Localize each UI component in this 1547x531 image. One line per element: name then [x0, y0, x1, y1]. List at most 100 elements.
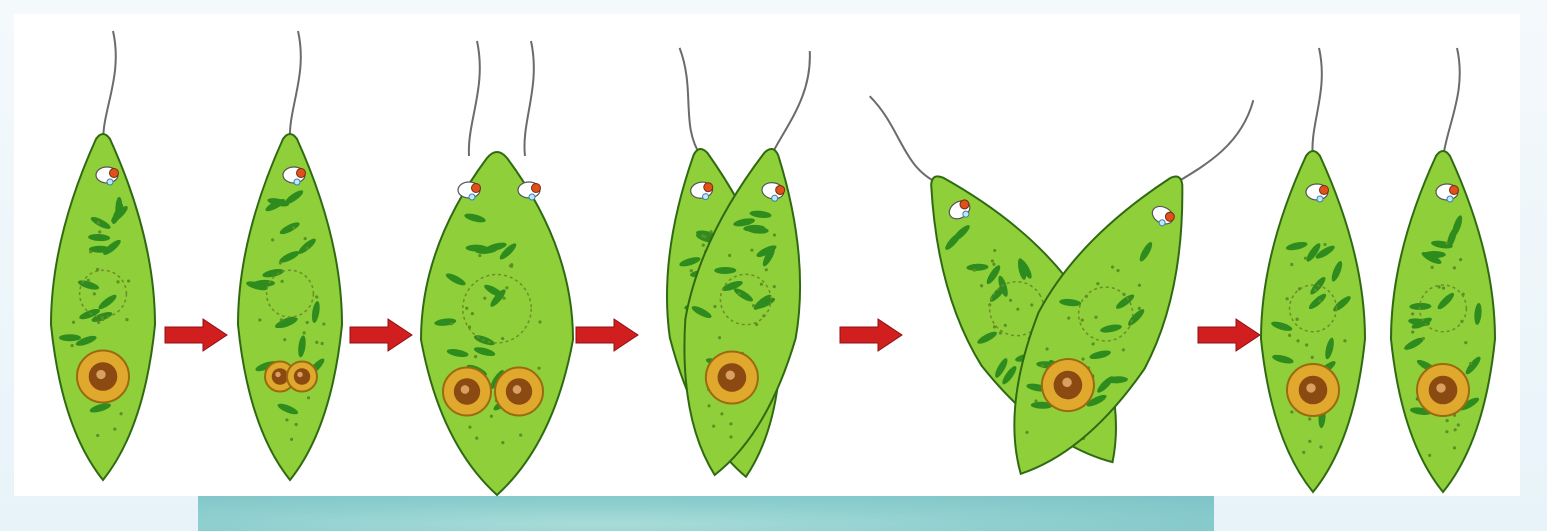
granule [483, 297, 486, 300]
nucleolus-highlight [1306, 383, 1315, 392]
granule [93, 292, 96, 295]
eyespot [532, 184, 541, 193]
eyespot [297, 169, 306, 178]
granule [116, 280, 119, 283]
granule [1431, 266, 1434, 269]
granule [71, 344, 74, 347]
eyespot [110, 169, 119, 178]
arrow [165, 319, 227, 351]
granule [315, 295, 318, 298]
nucleolus-highlight [513, 385, 522, 394]
eyespot [1320, 186, 1329, 195]
granule [306, 247, 309, 250]
granule [468, 426, 471, 429]
stage-6-right-cell [1391, 48, 1495, 492]
nucleolus-highlight [1436, 383, 1445, 392]
arrow [350, 319, 412, 351]
granule [279, 261, 282, 264]
granule [1290, 410, 1293, 413]
granule [315, 341, 318, 344]
granule [89, 250, 92, 253]
granule [98, 230, 101, 233]
granule [1308, 440, 1311, 443]
granule [306, 321, 309, 324]
granule [120, 412, 123, 415]
arrow [1198, 319, 1260, 351]
granule [505, 286, 508, 289]
nucleolus-highlight [275, 372, 280, 377]
flagellum [290, 31, 301, 141]
cell-membrane [238, 134, 342, 480]
granule [125, 318, 128, 321]
granule [271, 238, 274, 241]
granule [450, 322, 453, 325]
photoreceptor [771, 195, 778, 202]
photoreceptor [1317, 196, 1323, 202]
granule [97, 321, 100, 324]
granule [97, 221, 100, 224]
granule [295, 423, 298, 426]
granule [1422, 337, 1425, 340]
flagellum [524, 41, 533, 156]
nucleolus-highlight [461, 385, 470, 394]
flagellum [1443, 48, 1460, 158]
granule [1318, 299, 1321, 302]
nucleolus-highlight [297, 372, 302, 377]
granule [475, 437, 478, 440]
granule [474, 355, 477, 358]
granule [1445, 242, 1448, 245]
granule [1304, 257, 1307, 260]
granule [1302, 451, 1305, 454]
granule [502, 297, 505, 300]
granule [280, 318, 283, 321]
granule [471, 312, 474, 315]
granule [478, 254, 481, 257]
granule [1446, 419, 1449, 422]
granule [501, 337, 504, 340]
flagellum [1312, 48, 1321, 158]
nucleolus-highlight [96, 370, 105, 379]
granule [1411, 330, 1414, 333]
granule [1343, 339, 1346, 342]
photoreceptor [529, 194, 535, 200]
stage-3-cell [421, 41, 573, 495]
photoreceptor [107, 179, 113, 185]
granule [304, 237, 307, 240]
granule [285, 418, 288, 421]
granule [283, 338, 286, 341]
stage-6-left-cell [1261, 48, 1365, 492]
granule [127, 279, 130, 282]
arrow [840, 319, 902, 351]
arrow [576, 319, 638, 351]
granule [490, 415, 493, 418]
photoreceptor [294, 179, 300, 185]
granule [1296, 339, 1299, 342]
granule [465, 307, 468, 310]
flagellum [103, 31, 116, 141]
granule [321, 342, 324, 345]
photoreceptor [702, 193, 709, 200]
stage-2-cell [238, 31, 342, 480]
stage-1-cell [51, 31, 155, 480]
granule [72, 321, 75, 324]
granule [538, 320, 541, 323]
nucleolus [272, 368, 289, 385]
granule [1319, 445, 1322, 448]
granule [1453, 446, 1456, 449]
granule [96, 434, 99, 437]
photoreceptor [1447, 196, 1453, 202]
granule [509, 264, 512, 267]
granule [1305, 343, 1308, 346]
granule [1453, 266, 1456, 269]
chloroplast [59, 334, 81, 341]
granule [1311, 356, 1314, 359]
granule [1290, 263, 1293, 266]
granule [1411, 312, 1414, 315]
granule [537, 367, 540, 370]
granule [281, 280, 284, 283]
eyespot [1450, 186, 1459, 195]
granule [519, 434, 522, 437]
granule [290, 438, 293, 441]
granule [1314, 289, 1317, 292]
granule [1457, 423, 1460, 426]
